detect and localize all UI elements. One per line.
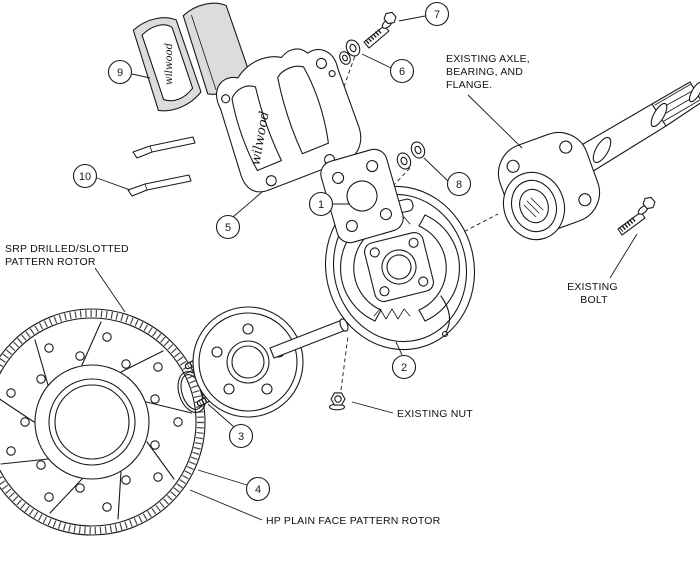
brake-pad-front: wilwood <box>132 17 202 112</box>
bolt-hex-head <box>383 11 397 25</box>
pad-brand-script: wilwood <box>164 43 175 85</box>
label-hp-rotor: HP PLAIN FACE PATTERN ROTOR <box>189 489 441 527</box>
svg-text:EXISTING NUT: EXISTING NUT <box>397 408 473 420</box>
rotor-drilled-slotted <box>0 308 206 536</box>
bolt-washers <box>339 39 361 65</box>
callout-4: 4 <box>197 469 271 502</box>
callout-9: 9 <box>107 59 151 85</box>
svg-text:SRP DRILLED/SLOTTED PA: SRP DRILLED/SLOTTED PATTERN ROTOR <box>5 243 132 268</box>
svg-text:HP PLAIN FACE PATTERN ROTOR: HP PLAIN FACE PATTERN ROTOR <box>266 515 441 527</box>
svg-text:4: 4 <box>255 484 261 496</box>
svg-text:EXISTING AXLE, BEARING: EXISTING AXLE, BEARING, AND FLANGE. <box>446 53 533 91</box>
bleed-screw <box>221 94 231 104</box>
callout-6: 6 <box>361 53 415 84</box>
svg-text:1: 1 <box>318 199 324 211</box>
callout-2: 2 <box>391 341 417 380</box>
svg-text:10: 10 <box>79 171 91 183</box>
svg-text:9: 9 <box>117 67 123 79</box>
callout-8: 8 <box>423 157 472 197</box>
bearing-retainer-ring <box>592 136 612 164</box>
bolt-hex-head <box>642 196 656 210</box>
existing-bolt-part <box>617 196 656 236</box>
brake-pads: wilwood <box>132 2 251 112</box>
svg-text:EXISTING BOLT: EXISTING BOLT <box>567 281 621 306</box>
caliper-bolt <box>363 11 397 49</box>
axle-bearing <box>502 171 566 241</box>
caliper-bracket <box>320 148 404 244</box>
label-existing-axle: EXISTING AXLE, BEARING, AND FLANGE. <box>446 53 533 149</box>
caliper: wilwood <box>215 48 362 193</box>
label-srp-rotor: SRP DRILLED/SLOTTED PATTERN ROTOR <box>5 243 132 313</box>
rotor-drill-holes <box>6 332 183 512</box>
rotor-rim-hatch <box>0 310 204 534</box>
svg-text:8: 8 <box>456 179 462 191</box>
callout-1: 1 <box>308 191 350 217</box>
parking-brake-arm <box>440 295 451 333</box>
existing-nut-part <box>328 392 346 411</box>
label-existing-nut: EXISTING NUT <box>351 401 473 420</box>
text-labels: EXISTING AXLE, BEARING, AND FLANGE. SRP … <box>5 53 638 527</box>
label-existing-bolt: EXISTING BOLT <box>567 233 638 306</box>
rotor-hat <box>184 306 304 418</box>
callout-5: 5 <box>215 191 263 240</box>
svg-text:6: 6 <box>399 66 405 78</box>
svg-text:5: 5 <box>225 222 231 234</box>
callout-3: 3 <box>207 403 254 449</box>
svg-text:7: 7 <box>434 9 440 21</box>
pad-clips <box>127 136 196 197</box>
callout-10: 10 <box>72 163 131 191</box>
svg-text:2: 2 <box>401 362 407 374</box>
center-flange <box>363 231 435 303</box>
caliper-mount-hole <box>265 175 277 187</box>
axle-assembly <box>497 81 700 241</box>
rotor-slots <box>0 321 193 520</box>
svg-text:3: 3 <box>238 431 244 443</box>
callout-7: 7 <box>398 1 450 27</box>
return-spring-bottom <box>373 308 411 320</box>
banjo-fitting <box>315 57 327 69</box>
flat-washers <box>396 141 426 170</box>
callouts: 1 2 3 4 5 6 7 <box>72 1 472 502</box>
